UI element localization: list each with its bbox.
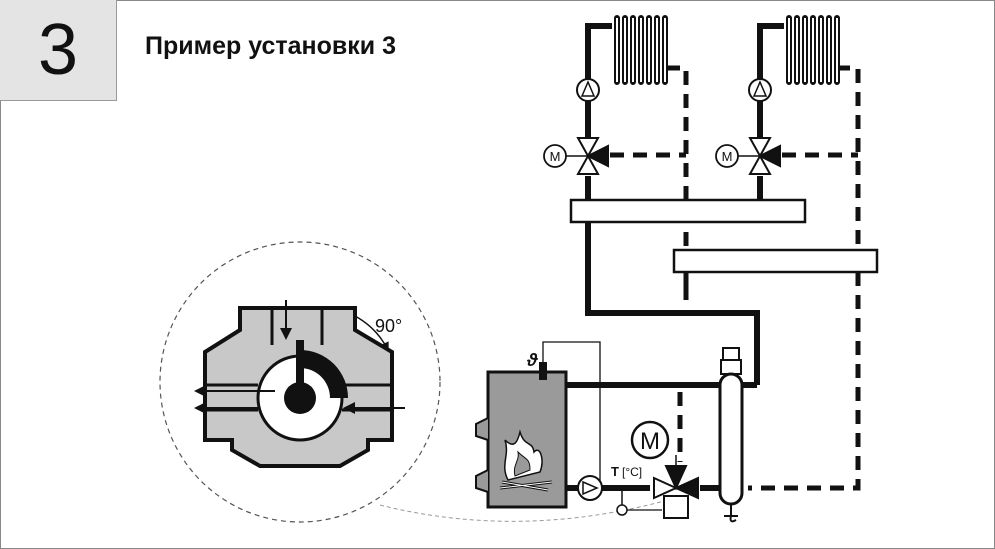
return-manifold: [672, 248, 879, 274]
example-number: 3: [37, 10, 79, 90]
angle-label: 90°: [375, 316, 402, 336]
circuit-pump-1: [576, 78, 600, 102]
valve-motor-1: [543, 144, 567, 168]
radiator-2: [786, 15, 840, 85]
angle-arc: [354, 315, 389, 352]
supply-manifold: [569, 198, 807, 224]
motor-label-1: M: [550, 149, 561, 164]
mixing-valve-2: M: [715, 137, 781, 175]
valve-rotor-hub: [284, 382, 316, 414]
boiler-temp-sensor: [539, 362, 547, 380]
example-number-box: 3: [0, 0, 117, 101]
actuator-box: [663, 495, 689, 519]
valve-motor-2: [715, 144, 739, 168]
radiator-1: [612, 14, 668, 85]
temp-probe: [616, 504, 628, 516]
zoom-connector-line: [379, 499, 669, 522]
sensor-wire: [542, 341, 601, 482]
zoom-circle: [159, 241, 441, 523]
valve-rotor-segment: [300, 350, 348, 398]
motor-label-main: M: [640, 428, 660, 455]
boiler-pump: [577, 475, 603, 501]
page-title: Пример установки 3: [145, 32, 397, 60]
thermostatic-valve: T [°C] M: [611, 420, 699, 519]
temp-sensor-symbol: ϑ: [526, 350, 538, 370]
hydraulic-separator: [718, 347, 744, 523]
valve-detail-zoom: 90°: [159, 241, 669, 523]
return-pipes: [610, 65, 861, 491]
mixing-valve-1: M: [543, 137, 609, 175]
temp-label: T: [611, 464, 619, 479]
solid-fuel-boiler: ϑ: [475, 341, 601, 509]
circuit-pump-2: [748, 78, 772, 102]
temp-unit: [°C]: [622, 465, 642, 479]
fire-icon: [499, 429, 553, 492]
motor-label-2: M: [722, 149, 733, 164]
valve-motor-main: [630, 420, 670, 460]
